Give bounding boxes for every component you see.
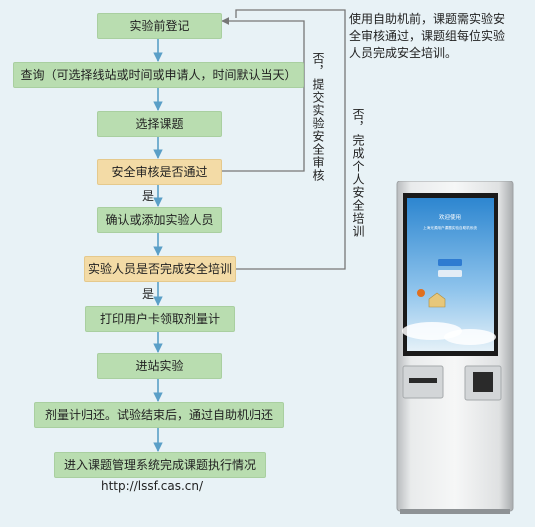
kiosk-base <box>400 509 510 514</box>
step-complete-report: 进入课题管理系统完成课题执行情况 <box>54 452 266 478</box>
usage-note-line-3: 人员完成安全培训。 <box>349 46 458 60</box>
yes-label-1: 是 <box>142 189 155 203</box>
usage-note-line-1: 使用自助机前，课题需实验安 <box>349 12 506 26</box>
yes-label-2: 是 <box>142 287 155 301</box>
screen-logo-icon <box>417 289 425 297</box>
step-print-card: 打印用户卡领取剂量计 <box>85 306 235 332</box>
step-confirm-personnel: 确认或添加实验人员 <box>97 207 222 233</box>
site-url: http://lssf.cas.cn/ <box>101 479 204 493</box>
screen-button-1 <box>438 259 462 266</box>
decision-safety-training: 实验人员是否完成安全培训 <box>84 256 236 282</box>
step-return-dosimeter: 剂量计归还。试验结束后，通过自助机归还 <box>34 402 284 428</box>
step-query: 查询（可选择线站或时间或申请人，时间默认当天） <box>13 62 304 88</box>
no-loop-safety-review <box>221 17 305 172</box>
step-enter-station: 进站实验 <box>97 353 222 379</box>
screen-button-2 <box>438 270 462 277</box>
decision-safety-review: 安全审核是否通过 <box>97 159 222 185</box>
screen-cloud <box>444 329 496 345</box>
self-service-kiosk-image: 欢迎使用 上海光源用户课题实验自助机系统 <box>396 181 514 514</box>
usage-note: 使用自助机前，课题需实验安 全审核通过，课题组每位实验 人员完成安全培训。 <box>349 11 505 62</box>
step-register: 实验前登记 <box>97 13 222 39</box>
no-label-training: 否，完成个人安全培训 <box>351 108 365 238</box>
screen-subtitle: 上海光源用户课题实验自助机系统 <box>423 225 477 230</box>
dosimeter-reader-icon <box>473 372 493 392</box>
usage-note-line-2: 全审核通过，课题组每位实验 <box>349 29 506 43</box>
step-select-project: 选择课题 <box>97 111 222 137</box>
screen-book-icon <box>428 292 446 308</box>
no-label-safety-review: 否，提交实验安全审核 <box>311 52 325 182</box>
screen-title: 欢迎使用 <box>439 213 461 221</box>
no-loop-training <box>235 9 346 270</box>
card-slot-icon <box>409 378 437 383</box>
